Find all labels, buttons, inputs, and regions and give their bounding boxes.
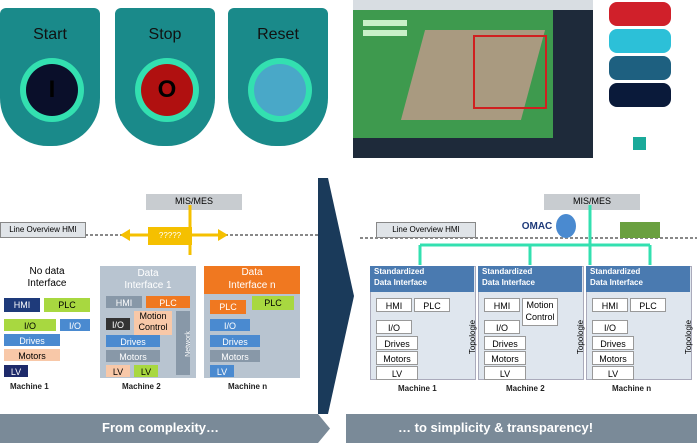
footer-right-bar [346, 414, 697, 443]
footer-left-bar [0, 414, 330, 443]
left-m1-caption: Machine 1 [10, 382, 49, 391]
right-bus-lines [360, 205, 697, 265]
left-m2-lv2: LV [134, 365, 158, 377]
stop-button[interactable]: Stop O [115, 8, 215, 146]
right-mn-io: I/O [592, 320, 628, 334]
left-m2-drives: Drives [106, 335, 160, 347]
left-m2-plc: PLC [146, 296, 190, 308]
left-question-box: ????? [148, 227, 192, 245]
right-m2-motors: Motors [484, 351, 526, 365]
reset-ring [248, 58, 312, 122]
right-mis-box: MIS/MES [544, 194, 640, 210]
left-m1-io: I/O [4, 319, 56, 331]
left-line-hmi: Line Overview HMI [0, 222, 86, 238]
stop-label: Stop [148, 26, 182, 43]
footer-right-text: … to simplicity & transparency! [398, 420, 594, 435]
omac-logo: OMAC [521, 221, 553, 232]
right-m1-io: I/O [376, 320, 412, 334]
right-m1-motors: Motors [376, 351, 418, 365]
left-m2-io: I/O [106, 318, 130, 330]
start-symbol: I [48, 76, 56, 103]
right-m2-topology: Topologie [576, 319, 586, 355]
footer-left-text: From complexity… [102, 420, 220, 435]
left-m1-drives: Drives [4, 334, 60, 346]
reset-button[interactable]: Reset [228, 8, 328, 146]
left-m1-lv: LV [4, 365, 28, 377]
left-m2-caption: Machine 2 [122, 382, 161, 391]
left-mn-lv: LV [210, 365, 234, 377]
omac-badge-icon [556, 214, 576, 238]
right-m2-drives: Drives [484, 336, 526, 350]
right-mn-motors: Motors [592, 351, 634, 365]
right-m1-caption: Machine 1 [398, 384, 437, 393]
left-m1-motors: Motors [4, 349, 60, 361]
right-m1-lv: LV [376, 366, 418, 380]
start-button[interactable]: Start I [0, 8, 100, 146]
left-m2-header: Data Interface 1 [124, 268, 172, 291]
left-mn-io: I/O [210, 319, 250, 331]
left-mn-plc2: PLC [252, 296, 294, 310]
left-mn-plc1: PLC [210, 300, 246, 314]
stop-symbol: O [157, 76, 177, 103]
left-mn-motors: Motors [210, 350, 260, 362]
standards-badge-icon [620, 222, 660, 238]
left-m2-lv1: LV [106, 365, 130, 377]
left-mn-drives: Drives [210, 335, 260, 347]
left-m1-plc: PLC [44, 298, 90, 312]
left-mn-caption: Machine n [228, 382, 268, 391]
right-mn-plc: PLC [630, 298, 666, 312]
right-m1-drives: Drives [376, 336, 418, 350]
left-m2-hmi: HMI [106, 296, 142, 308]
right-mn-header: Standardized Data Interface [586, 266, 690, 292]
left-m1-hmi: HMI [4, 298, 40, 312]
right-mn-caption: Machine n [612, 384, 652, 393]
right-m1-header: Standardized Data Interface [370, 266, 474, 292]
right-m1-plc: PLC [414, 298, 450, 312]
right-m2-header: Standardized Data Interface [478, 266, 582, 292]
right-m2-motion: Motion Control [522, 298, 558, 326]
right-mn-lv: LV [592, 366, 634, 380]
transition-arrow [318, 178, 354, 414]
right-m1-topology: Topologie [468, 319, 478, 355]
left-m2-motion: Motion Control [134, 311, 172, 335]
left-mn-header: Data Interface n [204, 266, 300, 294]
plant-hmi-screenshot [353, 0, 593, 158]
right-m2-hmi: HMI [484, 298, 520, 312]
right-line-hmi: Line Overview HMI [376, 222, 476, 238]
right-m2-lv: LV [484, 366, 526, 380]
reset-label: Reset [257, 26, 299, 43]
start-label: Start [33, 26, 67, 43]
right-m2-caption: Machine 2 [506, 384, 545, 393]
right-mn-topology: Topologie [684, 319, 694, 355]
stop-ring: O [135, 58, 199, 122]
left-m1-io2: I/O [60, 319, 90, 331]
right-mn-hmi: HMI [592, 298, 628, 312]
left-m2-network: Network [176, 311, 192, 375]
left-m1-header: No data Interface [27, 266, 67, 289]
left-mis-box: MIS/MES [146, 194, 242, 210]
footer-chevron-icon [318, 414, 348, 443]
left-m2-motors: Motors [106, 350, 160, 362]
right-m2-io: I/O [484, 320, 520, 334]
right-m1-hmi: HMI [376, 298, 412, 312]
right-mn-drives: Drives [592, 336, 634, 350]
start-ring: I [20, 58, 84, 122]
